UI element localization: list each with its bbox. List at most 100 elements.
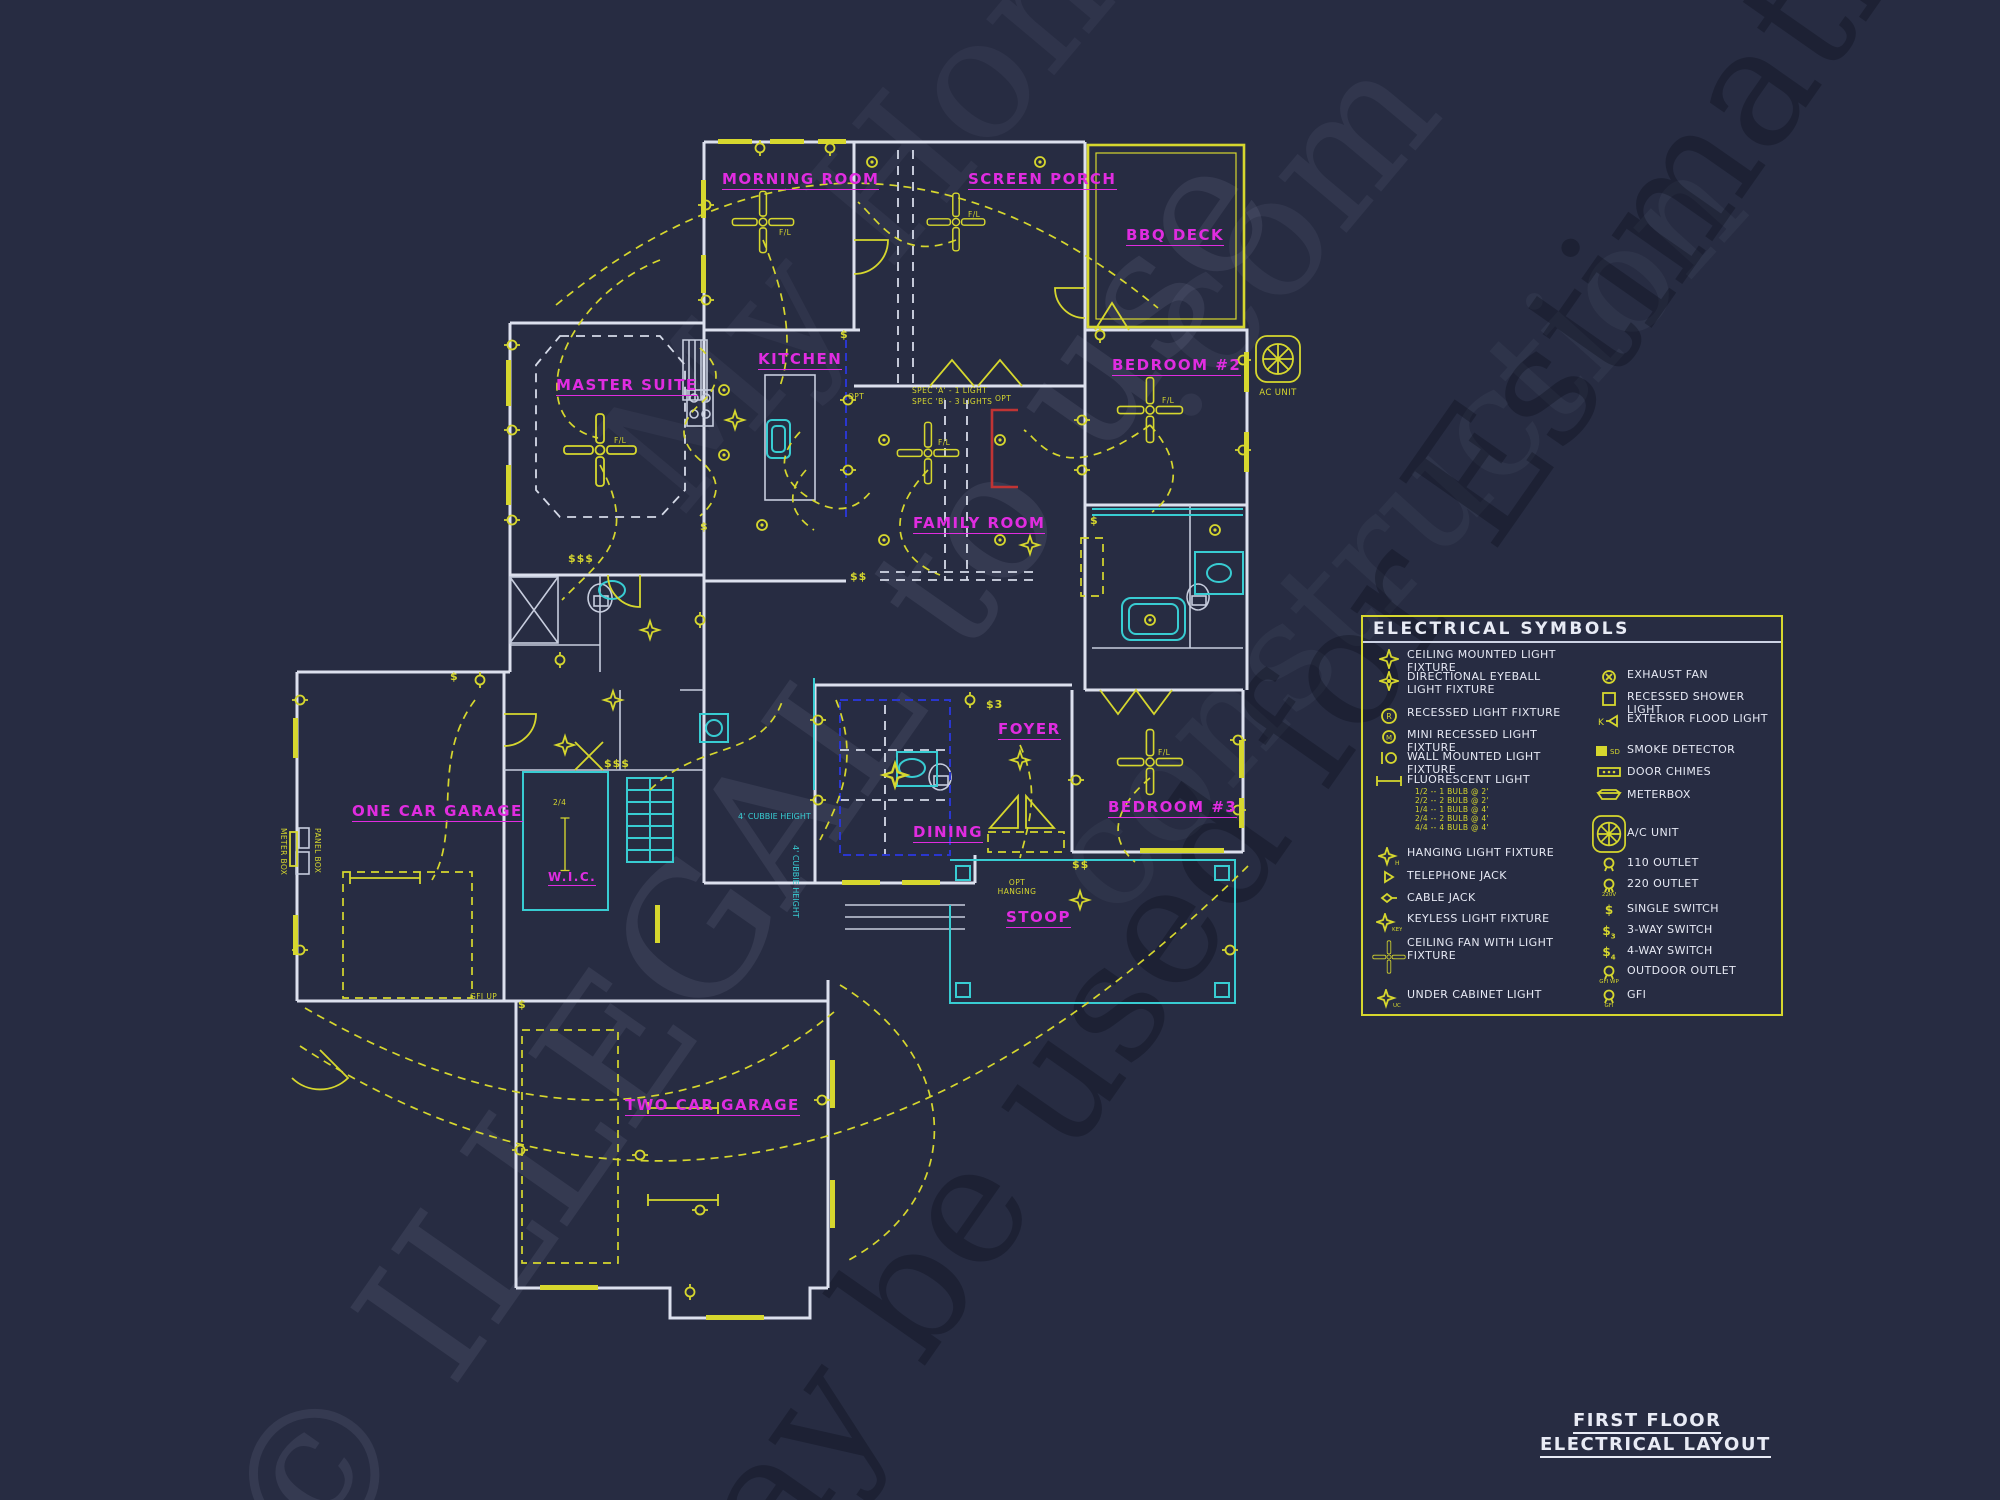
opt-note-1: OPT: [848, 392, 865, 401]
meterbox-icon: [1591, 789, 1627, 801]
room-label-bedroom-3: BEDROOM #3: [1108, 798, 1238, 818]
legend-item: K EXTERIOR FLOOD LIGHT: [1591, 712, 1768, 729]
svg-text:R: R: [1386, 712, 1392, 721]
spec-a-note: SPEC 'A' - 1 LIGHT: [912, 386, 988, 395]
under-cabinet-icon: UC: [1371, 989, 1407, 1009]
legend-item: CEILING MOUNTED LIGHT FIXTURE: [1371, 648, 1572, 675]
cubbie-height-note-v: 4' CUBBIE HEIGHT: [791, 845, 800, 918]
room-label-stoop: STOOP: [1006, 908, 1072, 928]
room-label-bedroom-2: BEDROOM #2: [1112, 356, 1242, 376]
exterior-walls: [295, 140, 1249, 1320]
deck-outline: [1086, 143, 1246, 329]
flood-light-icon: K: [1591, 713, 1627, 729]
room-label-one-car-garage: ONE CAR GARAGE: [352, 802, 523, 822]
eyeball-light-icon: [1371, 671, 1407, 691]
switch-mark-4: $$: [850, 570, 868, 583]
switch-mark-10: $: [840, 328, 849, 341]
switch-mark-3: $: [700, 520, 709, 533]
gfi-up-note: GFI UP: [470, 992, 498, 1001]
electrical-symbols-legend: ELECTRICAL SYMBOLS CEILING MOUNTED LIGHT…: [1361, 615, 1783, 1016]
ac-unit-icon: [1591, 813, 1627, 855]
panel-box-label: PANEL BOX: [313, 828, 322, 874]
outlet-110-icon: [1591, 857, 1627, 873]
switch3-icon: $3: [1602, 924, 1616, 941]
gfi-icon: GFI: [1591, 989, 1627, 1010]
meter-box-label: METER BOX: [279, 828, 288, 876]
room-label-kitchen: KITCHEN: [758, 350, 843, 370]
sheet-title-line1: FIRST FLOOR: [1573, 1410, 1722, 1434]
structural-grid-dashed: [535, 150, 1035, 855]
wall-light-icon: [1371, 751, 1407, 765]
switch-mark-1: $$$: [568, 552, 594, 565]
switch-mark-9: $: [518, 998, 527, 1011]
fan-light-note-2: F/L: [968, 210, 981, 219]
ceiling-fans: [563, 190, 1184, 796]
recessed-light-icon: R: [1371, 707, 1407, 725]
opt-hanging-note: OPT HANGING: [997, 878, 1037, 896]
blue-ceiling-lines: [839, 340, 951, 856]
svg-text:KEY: KEY: [1392, 927, 1402, 933]
legend-item: A/C UNIT: [1591, 813, 1679, 855]
legend-item: $ SINGLE SWITCH: [1591, 902, 1719, 917]
exhaust-fan-icon: [1591, 669, 1627, 685]
outlet-220-icon: 220V: [1591, 878, 1627, 899]
interior-partitions: [504, 339, 1243, 930]
legend-title: ELECTRICAL SYMBOLS: [1363, 617, 1781, 643]
cubbie-height-note-h: 4' CUBBIE HEIGHT: [738, 812, 811, 821]
svg-text:K: K: [1598, 718, 1605, 728]
room-label-screen-porch: SCREEN PORCH: [968, 170, 1117, 190]
legend-item: 110 OUTLET: [1591, 856, 1699, 873]
panel-meter-boxes: [289, 827, 310, 875]
fireplace: [990, 408, 1018, 489]
outdoor-outlet-icon: GFI WP: [1591, 965, 1627, 986]
legend-item: WALL MOUNTED LIGHT FIXTURE: [1371, 750, 1572, 777]
switch-icon: $: [1604, 903, 1614, 917]
legend-item: TELEPHONE JACK: [1371, 869, 1507, 884]
legend-item: $4 4-WAY SWITCH: [1591, 944, 1713, 961]
legend-item: EXHAUST FAN: [1591, 668, 1708, 685]
fan-light-note-3: F/L: [614, 436, 627, 445]
spec-b-note: SPEC 'B' - 3 LIGHTS: [912, 397, 993, 406]
legend-item: CABLE JACK: [1371, 891, 1476, 905]
switch-mark-5: $3: [986, 698, 1004, 711]
svg-text:SD: SD: [1610, 748, 1620, 756]
legend-item: M MINI RECESSED LIGHT FIXTURE: [1371, 728, 1572, 755]
legend-item: R RECESSED LIGHT FIXTURE: [1371, 706, 1561, 725]
legend-item: SD SMOKE DETECTOR: [1591, 743, 1735, 758]
room-label-wic: W.I.C.: [548, 870, 597, 886]
ac-unit-symbol: [1255, 335, 1301, 383]
ceiling-light-icon: [1371, 649, 1407, 669]
fluorescent-icon: [1371, 774, 1407, 788]
cyan-fixtures: [522, 419, 1244, 1004]
room-label-master-suite: MASTER SUITE: [556, 376, 698, 396]
legend-item: GFI GFI: [1591, 988, 1646, 1010]
fluorescent-spec-lines: 1/2 -- 1 BULB @ 2' 2/2 -- 2 BULB @ 2' 1/…: [1415, 787, 1489, 832]
switch-mark-8: $$: [1072, 858, 1090, 871]
door-chimes-icon: [1591, 766, 1627, 778]
legend-item: UC UNDER CABINET LIGHT: [1371, 988, 1542, 1009]
mini-recessed-light-icon: M: [1371, 729, 1407, 745]
fluor-24-note: 2/4: [553, 798, 567, 807]
legend-item: $3 3-WAY SWITCH: [1591, 923, 1713, 941]
circuit-wiring-arcs: [299, 182, 1249, 1263]
fan-light-note-1: F/L: [779, 228, 792, 237]
switch-mark-7: $: [450, 670, 459, 683]
legend-item: METERBOX: [1591, 788, 1691, 802]
room-label-bbq-deck: BBQ DECK: [1126, 226, 1225, 246]
legend-item: RECESSED SHOWER LIGHT: [1591, 690, 1781, 717]
legend-item: KEY KEYLESS LIGHT FIXTURE: [1371, 912, 1549, 933]
window-sills: [293, 139, 1249, 1320]
legend-item: DOOR CHIMES: [1591, 765, 1711, 779]
switch-mark-2: $$$: [604, 757, 630, 770]
svg-text:M: M: [1386, 734, 1392, 742]
switch-mark-6: $: [1090, 514, 1099, 527]
room-label-dining: DINING: [913, 823, 984, 843]
fan-light-note-4: F/L: [1162, 396, 1175, 405]
opt-note-2: OPT: [995, 394, 1012, 403]
cable-jack-icon: [1371, 892, 1407, 904]
sheet-title-line2: ELECTRICAL LAYOUT: [1540, 1434, 1771, 1458]
svg-text:UC: UC: [1393, 1003, 1401, 1009]
svg-text:H: H: [1395, 860, 1400, 867]
